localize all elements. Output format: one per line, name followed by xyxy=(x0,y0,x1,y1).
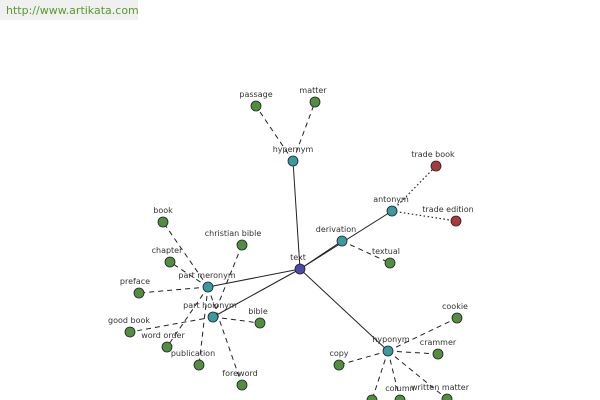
word-written-matter-node[interactable] xyxy=(441,393,453,400)
relation-antonym-node[interactable] xyxy=(386,205,398,217)
word-crammer-label[interactable]: crammer xyxy=(420,338,457,347)
word-foreword-label[interactable]: foreword xyxy=(222,369,257,378)
word-publication-node[interactable] xyxy=(193,359,205,371)
edge-part-meronym-book xyxy=(162,221,209,288)
word-good-book-node[interactable] xyxy=(124,326,136,338)
word-cookie-label[interactable]: cookie xyxy=(442,302,468,311)
word-column-label[interactable]: column xyxy=(385,384,414,393)
word-copy-node[interactable] xyxy=(333,359,345,371)
word-trade-book-label[interactable]: trade book xyxy=(411,150,455,159)
word-word-order-node[interactable] xyxy=(161,341,173,353)
relation-part-holonym-node[interactable] xyxy=(207,311,219,323)
edge-text-part-holonym xyxy=(212,268,301,318)
relation-hypernym-label[interactable]: hypernym xyxy=(273,145,314,154)
word-passage-label[interactable]: passage xyxy=(239,90,272,99)
word-bible-node[interactable] xyxy=(254,317,266,329)
word-trade-book-node[interactable] xyxy=(430,160,442,172)
word-preface-label[interactable]: preface xyxy=(120,277,150,286)
edge-part-holonym-bible xyxy=(212,316,261,324)
relation-hyponym-label[interactable]: hyponym xyxy=(372,335,410,344)
word-book-node[interactable] xyxy=(157,216,169,228)
edge-text-hypernym xyxy=(292,160,301,270)
relation-part-holonym-label[interactable]: part holonym xyxy=(183,301,237,310)
relation-antonym-label[interactable]: antonym xyxy=(373,195,409,204)
word-book-label[interactable]: book xyxy=(153,206,173,215)
word-preface-node[interactable] xyxy=(133,287,145,299)
relation-derivation-label[interactable]: derivation xyxy=(316,225,356,234)
edge-hypernym-passage xyxy=(255,105,294,162)
word-offscreen-1-node[interactable] xyxy=(366,394,378,400)
edge-text-hyponym xyxy=(299,268,389,352)
edges-layer xyxy=(129,101,458,400)
word-copy-label[interactable]: copy xyxy=(329,349,348,358)
word-cookie-node[interactable] xyxy=(451,312,463,324)
word-textual-label[interactable]: textual xyxy=(372,247,400,256)
edge-part-meronym-word-order xyxy=(166,286,209,348)
word-chapter-node[interactable] xyxy=(164,256,176,268)
word-trade-edition-node[interactable] xyxy=(450,215,462,227)
word-textual-node[interactable] xyxy=(384,257,396,269)
word-bible-label[interactable]: bible xyxy=(248,307,268,316)
relation-derivation-node[interactable] xyxy=(336,235,348,247)
word-column-node[interactable] xyxy=(394,394,406,400)
relation-hypernym-node[interactable] xyxy=(287,155,299,167)
word-christian-bible-node[interactable] xyxy=(236,239,248,251)
nodes-layer xyxy=(124,96,463,400)
url-link[interactable]: http://www.artikata.com xyxy=(6,4,139,17)
word-passage-node[interactable] xyxy=(250,100,262,112)
word-crammer-node[interactable] xyxy=(432,348,444,360)
relation-hyponym-node[interactable] xyxy=(382,345,394,357)
edge-part-meronym-chapter xyxy=(169,261,209,288)
url-banner: http://www.artikata.com xyxy=(0,0,139,20)
edge-hyponym-cookie xyxy=(387,317,458,352)
word-written-matter-label[interactable]: written matter xyxy=(411,383,470,392)
edge-part-holonym-christian-bible xyxy=(212,244,243,318)
labels-layer: text hypernym derivation antonym part merony… xyxy=(108,86,474,393)
word-good-book-label[interactable]: good book xyxy=(108,316,150,325)
edge-hypernym-matter xyxy=(292,101,316,162)
edge-hyponym-crammer xyxy=(387,350,439,355)
word-chapter-label[interactable]: chapter xyxy=(152,246,184,255)
word-foreword-node[interactable] xyxy=(236,379,248,391)
relation-part-meronym-label[interactable]: part meronym xyxy=(178,271,235,280)
center-text-node[interactable] xyxy=(294,263,306,275)
word-publication-label[interactable]: publication xyxy=(171,349,215,358)
edge-text-part-meronym xyxy=(207,268,301,288)
center-text-label[interactable]: text xyxy=(290,253,306,262)
edge-part-meronym-publication xyxy=(198,286,209,366)
edge-hyponym-written-matter xyxy=(387,350,448,400)
word-christian-bible-label[interactable]: christian bible xyxy=(205,229,262,238)
word-matter-node[interactable] xyxy=(309,96,321,108)
edge-part-meronym-preface xyxy=(138,286,209,294)
word-matter-label[interactable]: matter xyxy=(299,86,327,95)
relation-part-meronym-node[interactable] xyxy=(202,281,214,293)
edge-antonym-trade-book xyxy=(391,165,437,212)
edge-antonym-trade-edition xyxy=(391,210,457,222)
word-word-order-label[interactable]: word order xyxy=(141,331,185,340)
word-trade-edition-label[interactable]: trade edition xyxy=(422,205,473,214)
